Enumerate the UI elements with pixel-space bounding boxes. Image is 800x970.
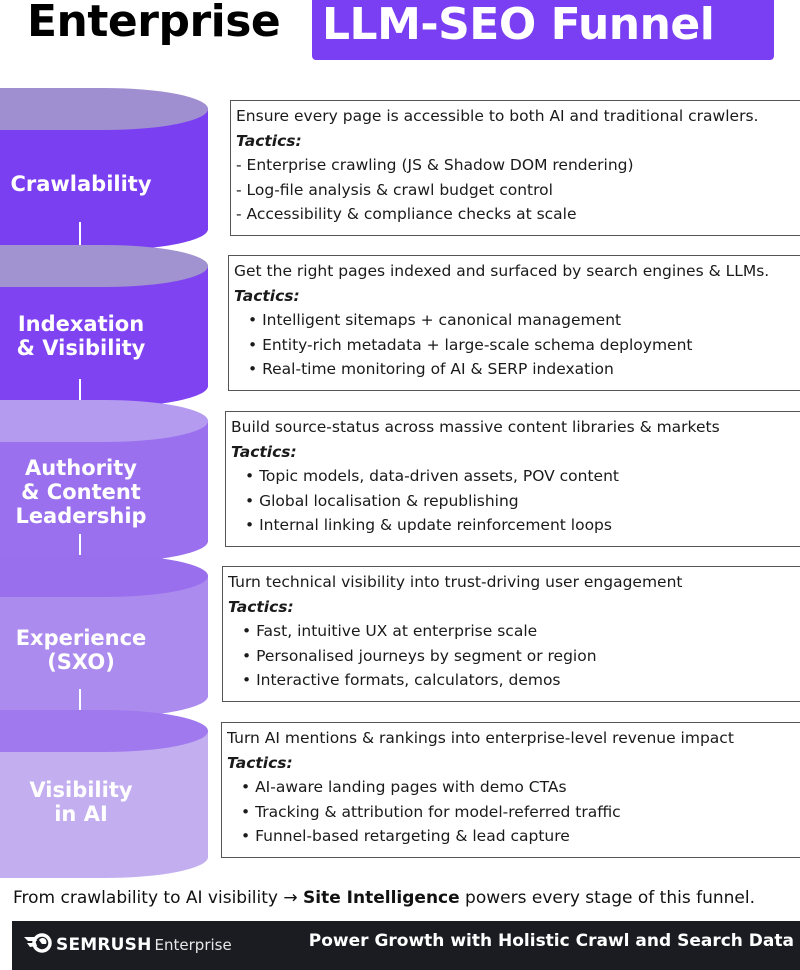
tactic-item: • Global localisation & republishing [245,491,519,510]
stage-label-line: Experience [15,626,147,650]
stage-label-line: Visibility [29,778,133,802]
stage-description-box: Turn AI mentions & rankings into enterpr… [221,722,800,858]
stage-label-line: & Content [21,480,141,504]
stage-label: Crawlability [0,172,162,196]
page-title-highlight: LLM-SEO Funnel [312,0,774,60]
stage-label-line: & Visibility [16,336,146,360]
stage-description-box: Build source-status across massive conte… [225,411,800,547]
stage-label: Indexation& Visibility [0,312,162,360]
semrush-fireball-icon [22,933,52,957]
tactic-item: • AI-aware landing pages with demo CTAs [241,778,567,796]
stage-label-line: (SXO) [47,650,115,674]
tactic-item: - Log-file analysis & crawl budget contr… [236,180,553,199]
tactics-list: • Fast, intuitive UX at enterprise scale… [228,619,800,693]
tactic-item: • Funnel-based retargeting & lead captur… [241,827,570,845]
tactic-item: • Tracking & attribution for model-refer… [241,802,621,821]
tactics-list: • AI-aware landing pages with demo CTAs •… [227,775,800,849]
tactics-heading: Tactics: [234,286,300,305]
stage-cylinder-top [0,88,208,130]
stage-label: Experience(SXO) [0,626,162,674]
stage-cylinder-bottom [0,836,208,878]
tactic-item: • Topic models, data-driven assets, POV … [245,467,619,485]
footer-tagline: From crawlability to AI visibility → Sit… [13,888,755,908]
brand-name: SEMRUSH [56,935,152,955]
tactics-heading: Tactics: [231,442,297,461]
tactic-item: • Personalised journeys by segment or re… [242,646,597,665]
stage-description-box: Ensure every page is accessible to both … [230,100,800,236]
stage-cylinder-top [0,710,208,752]
footer-suffix: powers every stage of this funnel. [459,888,755,908]
tactic-item: • Internal linking & update reinforcemen… [245,516,612,534]
stage-label-line: in AI [54,802,108,826]
tactic-item: - Enterprise crawling (JS & Shadow DOM r… [236,156,634,174]
tactic-item: • Interactive formats, calculators, demo… [242,671,561,689]
stage-description-box: Get the right pages indexed and surfaced… [228,255,800,391]
stage-cylinder-top [0,400,208,442]
stage-cylinder-top [0,245,208,287]
tactics-list: • Intelligent sitemaps + canonical manag… [234,308,800,382]
brand-bar: SEMRUSH Enterprise Power Growth with Hol… [12,921,800,970]
footer-emphasis: Site Intelligence [303,888,460,908]
stage-label-line: Leadership [15,504,147,528]
tactics-heading: Tactics: [236,131,302,150]
stage-label-line: Authority [25,456,137,480]
stage-intro: Turn technical visibility into trust-dri… [228,573,683,591]
tactic-item: • Intelligent sitemaps + canonical manag… [248,311,622,329]
stage-cylinder-top [0,555,208,597]
tactics-list: - Enterprise crawling (JS & Shadow DOM r… [236,153,800,227]
brand-logo[interactable]: SEMRUSH Enterprise [22,933,232,957]
page-title-plain: Enterprise [27,0,281,47]
tactic-item: • Entity-rich metadata + large-scale sch… [248,335,693,354]
stage-label-line: Indexation [17,312,145,336]
tactic-item: - Accessibility & compliance checks at s… [236,205,577,223]
tactic-item: • Fast, intuitive UX at enterprise scale [242,622,538,640]
brand-suffix: Enterprise [154,936,232,954]
tactics-heading: Tactics: [227,753,293,772]
stage-intro: Turn AI mentions & rankings into enterpr… [227,729,734,747]
stage-intro: Ensure every page is accessible to both … [236,107,759,125]
brand-cta[interactable]: Power Growth with Holistic Crawl and Sea… [308,931,794,951]
footer-prefix: From crawlability to AI visibility → [13,888,304,908]
stage-cylinder-bottom [0,208,208,250]
tactics-list: • Topic models, data-driven assets, POV … [231,464,800,538]
stage-intro: Get the right pages indexed and surfaced… [234,262,770,280]
tactics-heading: Tactics: [228,597,294,616]
tactic-item: • Real-time monitoring of AI & SERP inde… [248,360,614,378]
stage-description-box: Turn technical visibility into trust-dri… [222,566,800,702]
stage-intro: Build source-status across massive conte… [231,418,720,436]
title-row: Enterprise LLM-SEO Funnel [0,0,800,62]
stage-label-line: Crawlability [10,172,152,196]
